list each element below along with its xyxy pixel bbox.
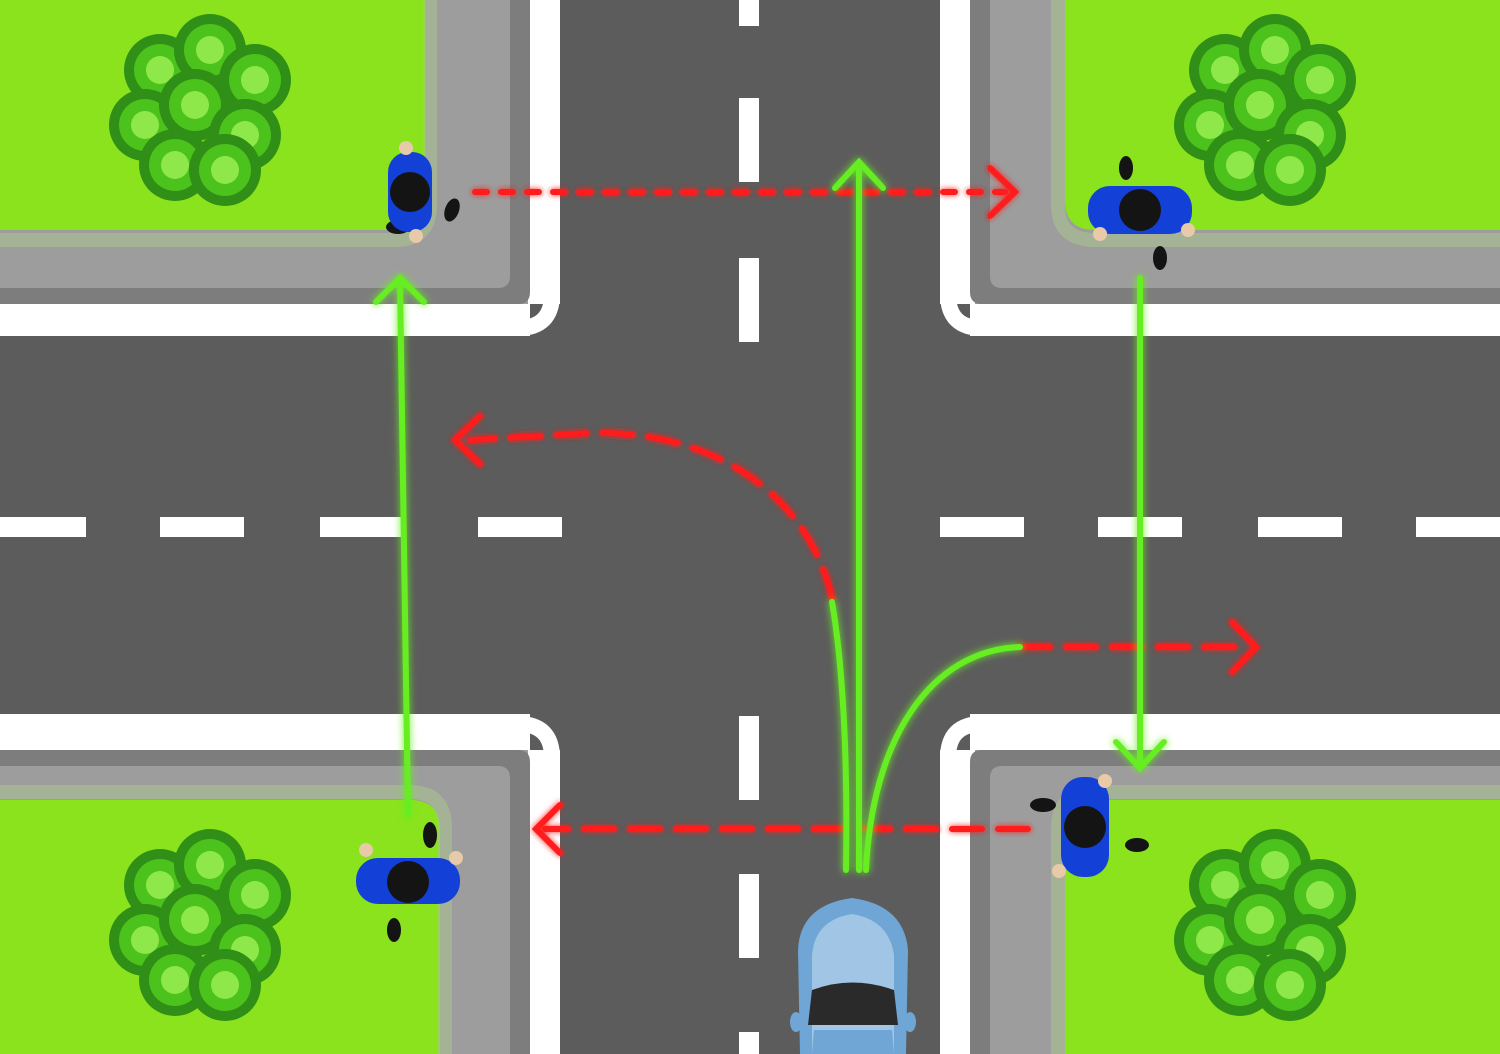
arrow-head: [373, 273, 427, 305]
lane-dash: [739, 98, 759, 182]
lane-dash: [320, 517, 404, 537]
pedestrian-icon: [386, 141, 460, 243]
lane-dash: [1416, 517, 1500, 537]
lane-dash: [940, 517, 1024, 537]
arrow-head: [987, 165, 1020, 219]
lane-dash: [739, 258, 759, 342]
edge-line-bottom-right: [940, 716, 1500, 1054]
car-left-turn-start: [829, 599, 850, 873]
pedestrian-icon: [1030, 774, 1149, 878]
sidewalk-edge-tr: [1051, 0, 1500, 247]
car-icon: [790, 898, 916, 1054]
sidewalk-bottom-left: [0, 750, 528, 1054]
arrow-head: [1113, 739, 1167, 773]
forbidden-paths: [450, 165, 1261, 856]
arrow-head: [531, 802, 563, 856]
lane-dash: [739, 716, 759, 800]
sidewalk-edge-bl: [0, 785, 452, 1054]
lane-dash: [739, 874, 759, 958]
car-right-turn: [863, 644, 1023, 873]
lane-dash: [0, 517, 86, 537]
sidewalk-bottom-right: [975, 750, 1500, 1054]
edge-line-top-left: [0, 0, 560, 336]
pedestrian-icon: [1088, 156, 1195, 270]
car-left-turn: [467, 429, 835, 601]
lane-dash: [478, 517, 562, 537]
arrow-head: [832, 157, 886, 191]
allowed-paths: [373, 157, 1167, 873]
arrow-head: [450, 413, 483, 467]
pedestrians: [356, 141, 1195, 942]
lane-dash: [160, 517, 244, 537]
pedestrian-nw-crossing: [397, 279, 411, 818]
lane-dash: [1258, 517, 1342, 537]
pedestrian-icon: [356, 822, 463, 942]
lane-dash: [739, 1032, 759, 1054]
arrow-head: [1229, 619, 1261, 675]
lane-dash: [739, 0, 759, 26]
edge-line-bottom-left: [0, 716, 560, 1054]
edge-line-top-right: [940, 0, 1500, 336]
